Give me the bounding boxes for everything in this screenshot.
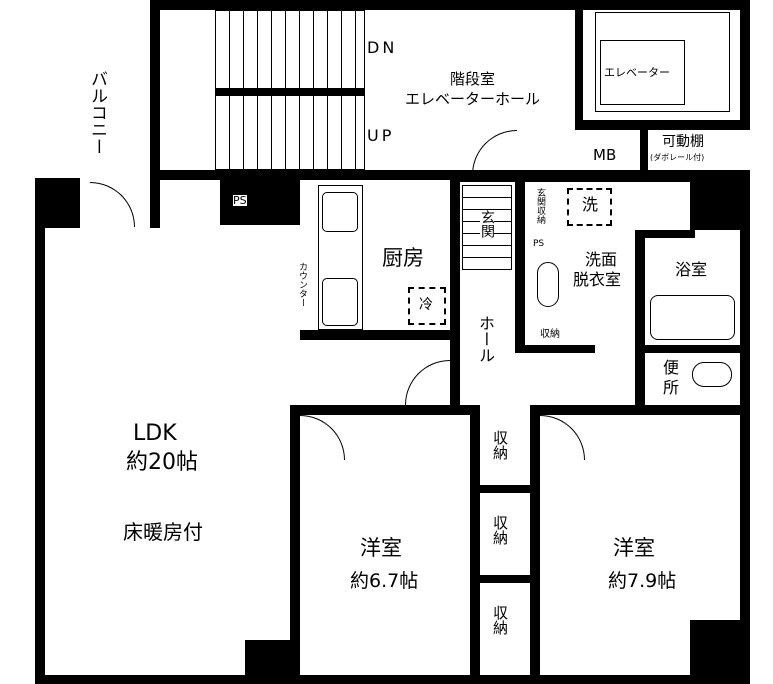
wall <box>300 330 450 340</box>
door[interactable] <box>405 360 450 405</box>
wall <box>690 170 740 230</box>
washroom-label: 洗面 <box>585 250 618 269</box>
counter-label: カウンター <box>297 262 307 307</box>
fridge-label: 冷 <box>419 297 433 313</box>
ps-label: PS <box>533 239 545 249</box>
hall-label: ホール <box>476 315 495 363</box>
ps-label: PS <box>233 194 247 207</box>
wall <box>530 405 540 675</box>
entry-storage-label: 玄関収納 <box>535 188 545 224</box>
storage-small-label: 収納 <box>540 329 560 340</box>
elevator-label: エレベーター <box>604 66 670 79</box>
ldk-note-label: 床暖房付 <box>123 520 203 544</box>
elevator-hall-label: エレベーターホール <box>405 90 541 108</box>
wall <box>470 575 540 583</box>
shelf-note-label: (ダボレール付) <box>650 153 705 162</box>
stair-up-label: UP <box>367 126 395 145</box>
wall <box>530 405 740 415</box>
wall <box>635 230 695 238</box>
wall <box>690 620 750 684</box>
wall <box>450 180 460 410</box>
washroom-label: 脱衣室 <box>573 270 622 289</box>
room1-label: 洋室 <box>360 536 402 560</box>
wall <box>35 178 45 684</box>
ldk-label: LDK <box>133 421 177 446</box>
washer-space <box>567 188 612 226</box>
wall <box>470 405 480 675</box>
storage-label: 収納 <box>491 515 509 545</box>
wall <box>460 170 690 182</box>
wall <box>290 405 300 675</box>
bath-label: 浴室 <box>675 260 708 279</box>
wall <box>635 345 740 353</box>
wall <box>150 0 160 228</box>
wall <box>740 0 750 130</box>
wall <box>515 345 595 353</box>
mb-label: MB <box>593 146 617 164</box>
wall <box>290 405 470 415</box>
door[interactable] <box>540 415 585 460</box>
fridge-space <box>408 287 446 325</box>
elevator-car <box>600 40 685 105</box>
stove-icon <box>322 192 358 232</box>
balcony-label: バルコニー <box>87 70 107 155</box>
sink-icon <box>322 278 358 326</box>
wall <box>640 130 648 180</box>
entrance-label: 玄関 <box>479 210 495 238</box>
stair-dn-label: DN <box>367 38 398 57</box>
wall <box>150 170 480 180</box>
wall <box>220 180 300 225</box>
bathtub-icon <box>650 295 735 340</box>
storage-label: 収納 <box>491 605 509 635</box>
stair-hall-label: 階段室 <box>450 70 496 88</box>
toilet-label: 便 <box>663 358 680 377</box>
wall <box>35 178 80 228</box>
ldk-size-label: 約20帖 <box>126 450 198 475</box>
washbasin-icon <box>537 262 559 307</box>
washer-label: 洗 <box>582 195 599 214</box>
wall <box>515 180 525 350</box>
wall <box>575 120 750 130</box>
kitchen-counter <box>318 185 363 330</box>
stair-divider <box>215 88 365 96</box>
elevator-shaft <box>595 12 730 112</box>
shelf-label: 可動棚 <box>662 134 704 150</box>
wall <box>635 230 645 410</box>
toilet-icon <box>692 362 732 387</box>
room2-size-label: 約7.9帖 <box>608 570 677 592</box>
door[interactable] <box>472 130 517 175</box>
wall <box>740 170 750 684</box>
wall <box>35 675 750 684</box>
wall <box>150 0 750 10</box>
kitchen-label: 厨房 <box>382 246 424 270</box>
wall <box>470 485 540 493</box>
room2-label: 洋室 <box>613 536 655 560</box>
door[interactable] <box>90 182 135 227</box>
wall <box>575 0 583 130</box>
storage-label: 収納 <box>491 430 509 460</box>
toilet-label: 所 <box>663 378 680 397</box>
door[interactable] <box>300 415 345 460</box>
room1-size-label: 約6.7帖 <box>350 570 419 592</box>
